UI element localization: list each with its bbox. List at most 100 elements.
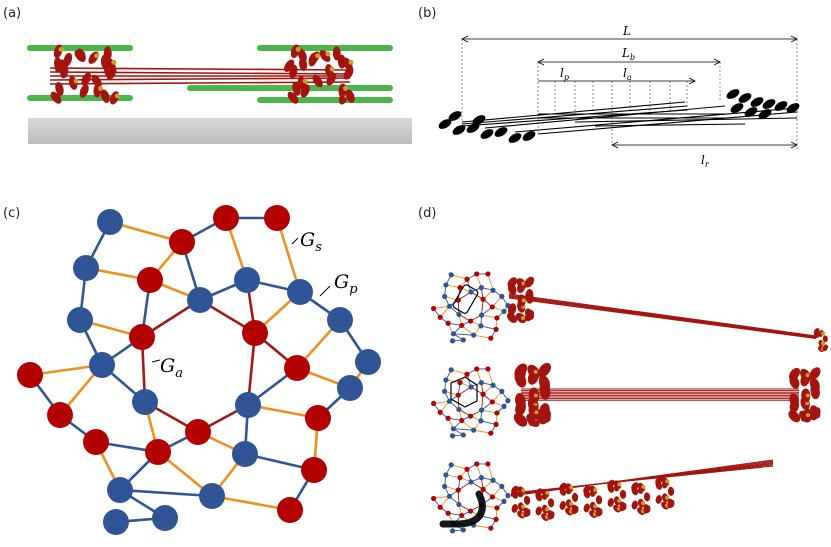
network-node xyxy=(355,349,381,375)
myosin-head xyxy=(299,57,308,72)
mini-node xyxy=(460,432,466,438)
mini-edge xyxy=(453,333,474,336)
mini-node xyxy=(445,415,451,421)
fiber-head xyxy=(516,278,527,289)
network-node xyxy=(103,509,129,535)
network-node xyxy=(264,205,290,231)
fiber-head xyxy=(513,413,528,427)
mini-node xyxy=(431,400,437,407)
fiber-head xyxy=(822,344,829,352)
fiber-head xyxy=(643,492,651,502)
mini-node xyxy=(468,289,474,295)
fiber-head xyxy=(809,405,821,419)
label-Gp: Gp xyxy=(334,271,358,297)
fiber-head xyxy=(571,504,579,514)
head-joint xyxy=(302,78,308,84)
fiber-head xyxy=(788,410,801,423)
mini-node xyxy=(450,426,456,432)
mini-node xyxy=(493,421,499,427)
mini-node xyxy=(480,486,486,492)
mini-edge xyxy=(473,524,491,529)
mini-node xyxy=(490,477,496,483)
leader-Gs xyxy=(291,237,299,245)
mini-node xyxy=(474,366,480,372)
mini-node xyxy=(459,417,465,424)
mini-edge xyxy=(473,429,491,434)
myosin-head xyxy=(343,66,354,80)
mini-node xyxy=(449,338,456,344)
fiber-head xyxy=(607,484,615,493)
panel-label-c: (c) xyxy=(3,206,21,221)
b-head xyxy=(508,133,522,143)
mini-node xyxy=(445,320,451,326)
fiber-head xyxy=(507,283,517,295)
heads-right xyxy=(284,44,355,105)
myosin-head xyxy=(300,84,310,98)
fiber-head xyxy=(528,404,541,420)
mini-node xyxy=(437,314,443,320)
mini-node xyxy=(478,380,484,386)
panel-label-d: (d) xyxy=(418,206,437,221)
label-Gs: Gs xyxy=(300,229,322,255)
fiber-head xyxy=(667,498,675,508)
network-node xyxy=(187,287,213,313)
panel-a-render xyxy=(27,44,412,144)
fiber-head xyxy=(507,303,517,316)
mini-edge xyxy=(451,274,468,280)
network-node xyxy=(305,405,331,431)
highlight-chain xyxy=(439,490,486,528)
fiber-head xyxy=(589,501,597,511)
mini-node xyxy=(488,430,494,436)
b-head xyxy=(494,127,508,137)
mini-edge xyxy=(481,409,498,414)
mini-node xyxy=(490,287,496,293)
network-edge xyxy=(119,488,213,498)
mini-node xyxy=(488,525,494,531)
myosin-head xyxy=(55,82,64,96)
myosin-head xyxy=(88,51,99,64)
network-node xyxy=(97,209,123,235)
network-node xyxy=(232,441,258,467)
fiber-head xyxy=(789,393,799,408)
head-joint xyxy=(58,46,64,52)
mini-node xyxy=(467,508,474,514)
myosin-head xyxy=(100,89,110,103)
myosin-head xyxy=(319,50,331,62)
mini-edge xyxy=(451,369,468,375)
fiber-joint xyxy=(821,341,826,346)
mini-node xyxy=(478,418,484,424)
mini-node xyxy=(478,323,484,329)
myosin-head xyxy=(103,46,112,61)
network-node xyxy=(17,362,43,388)
fiber-head xyxy=(607,498,614,507)
fiber-head xyxy=(613,496,621,506)
network-node xyxy=(169,229,195,255)
myosin-head xyxy=(81,72,92,86)
mini-node xyxy=(505,493,511,499)
b-head xyxy=(472,115,486,125)
mini-node xyxy=(489,399,495,405)
b-heads xyxy=(438,89,800,143)
b-head xyxy=(738,93,752,103)
fiber-head xyxy=(524,276,535,288)
mini-node xyxy=(431,495,437,502)
fiber-head xyxy=(583,503,590,513)
fiber-head xyxy=(525,289,534,302)
fiber-pair xyxy=(506,276,829,353)
b-head xyxy=(758,109,772,119)
network-node xyxy=(337,375,363,401)
mini-node xyxy=(464,276,470,282)
mini-node xyxy=(489,304,495,310)
mini-node xyxy=(456,406,462,413)
mini-node xyxy=(493,516,499,522)
fiber-head xyxy=(523,495,531,505)
fiber-head xyxy=(538,375,551,391)
fiber-joint xyxy=(665,479,670,484)
fiber-joint xyxy=(805,373,810,378)
panel-d-configs xyxy=(431,271,829,534)
fiber-head xyxy=(619,501,627,511)
mini-node xyxy=(460,337,466,343)
fiber-head xyxy=(524,308,534,320)
fiber-joint xyxy=(545,507,550,512)
fiber-head xyxy=(822,335,828,343)
